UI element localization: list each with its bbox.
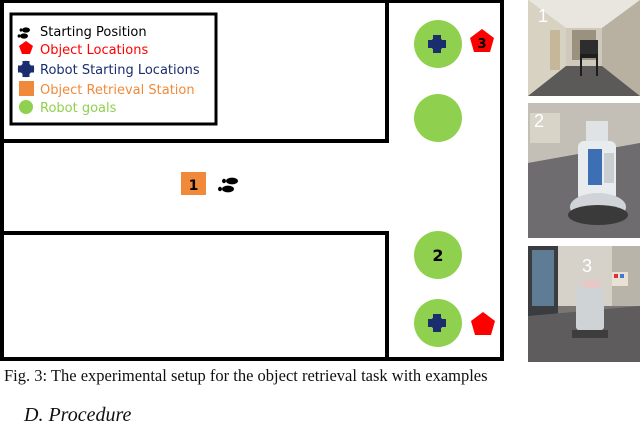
station-image: [528, 246, 640, 362]
robot-goal-2: [414, 231, 462, 279]
starting-position-footprints-icon: [218, 177, 238, 193]
legend-label-object-locations: Object Locations: [40, 43, 148, 58]
object-location-3: [470, 29, 494, 52]
object-location-bottom: [471, 312, 495, 335]
robot-start-cross-icon: [427, 34, 447, 54]
legend-label-robot-goals: Robot goals: [40, 101, 117, 116]
experimental-setup-map: Starting Position Object Locations Robot…: [0, 0, 504, 361]
legend-label-robot-starting-locations: Robot Starting Locations: [40, 63, 200, 78]
photo-3-number: 3: [582, 256, 593, 276]
hallway-image: [528, 0, 640, 96]
circle-icon: [19, 100, 33, 114]
upper-room-wall: [2, 1, 389, 143]
section-heading: D. Procedure: [24, 404, 132, 426]
figure-caption: Fig. 3: The experimental setup for the o…: [4, 366, 488, 385]
example-photo-hallway: 1: [528, 0, 640, 96]
legend-box: [9, 12, 218, 126]
footprints-icon: [17, 27, 30, 39]
map-outer-wall: [0, 0, 504, 361]
pentagon-icon: [19, 41, 33, 54]
robot-goal-2-label: 2: [432, 246, 443, 265]
robot-image: [528, 103, 640, 238]
retrieval-station-label: 1: [189, 178, 199, 194]
example-photo-station: 3: [528, 246, 640, 362]
square-icon: [19, 81, 34, 96]
cross-icon: [17, 60, 35, 78]
lower-room-wall: [2, 231, 389, 359]
photo-2-number: 2: [534, 111, 545, 131]
legend-label-starting-position: Starting Position: [40, 25, 147, 40]
robot-start-cross-icon: [427, 313, 447, 333]
object-location-3-label: 3: [477, 37, 486, 52]
robot-goal-upper-middle: [414, 94, 462, 142]
example-photo-robot: 2: [528, 103, 640, 238]
photo-1-number: 1: [538, 6, 549, 26]
legend-label-object-retrieval-station: Object Retrieval Station: [40, 83, 195, 98]
retrieval-station-marker: [181, 172, 206, 195]
